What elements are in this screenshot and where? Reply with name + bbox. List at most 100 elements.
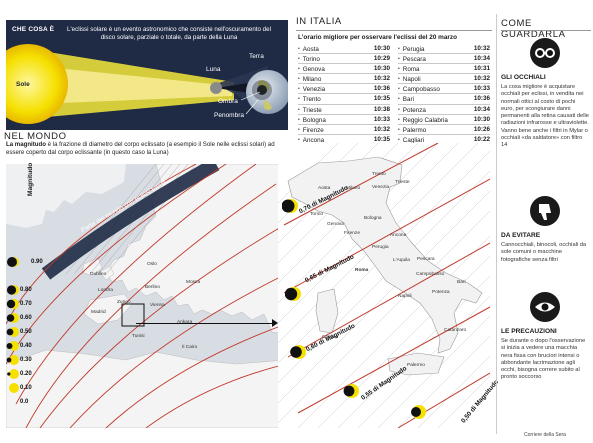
italy-section-title: IN ITALIA <box>296 16 342 27</box>
column-divider <box>496 14 497 434</box>
city-label: Zurigo <box>117 300 131 305</box>
eclipse-description: L'eclissi solare è un evento astronomico… <box>67 26 271 41</box>
scale-label: 0.60 <box>20 315 32 321</box>
zoom-arrow-line <box>136 323 276 324</box>
city-label: L'Aquila <box>393 258 410 263</box>
eclipse-sun-icon <box>411 405 426 419</box>
avoid-text: Cannocchiali, binocoli, occhiali da sole… <box>501 242 587 263</box>
city-label: Bari <box>457 280 466 285</box>
scale-label: 0.70 <box>20 301 32 307</box>
scale-label: 0.90 <box>31 259 43 265</box>
magnitude-axis-label: Magnitudo <box>27 162 34 196</box>
city-label: Potenza <box>432 290 450 295</box>
glasses-heading: GLI OCCHIALI <box>501 74 546 81</box>
zoom-arrow-head <box>272 319 278 327</box>
eclipse-illustration <box>6 44 288 124</box>
scale-label: 0.50 <box>20 329 32 335</box>
city-label: Perugia <box>372 245 389 250</box>
city-label: Ancona <box>390 233 407 238</box>
city-label: Napoli <box>398 294 412 299</box>
city-label: Campobasso <box>416 272 445 277</box>
thumbs-down-icon <box>530 196 560 226</box>
eclipse-diagram: CHE COSA È L'eclissi solare è un evento … <box>6 20 288 130</box>
scale-label: 0.80 <box>20 287 32 293</box>
eclipse-sun-icon <box>285 287 301 301</box>
glasses-text: La cosa migliore è acquistare occhiali p… <box>501 84 589 149</box>
italy-title-rule <box>296 30 492 31</box>
city-label: Bologna <box>364 216 382 221</box>
city-label: Tunisi <box>132 334 145 339</box>
earth <box>246 70 288 114</box>
eye-icon <box>530 292 560 322</box>
scale-label: 0.30 <box>20 357 32 363</box>
city-label: Vienna <box>150 303 165 308</box>
eclipse-heading: CHE COSA È <box>12 26 55 33</box>
scale-label: 0.40 <box>20 343 32 349</box>
source-credit: Corriere della Sera <box>524 432 566 438</box>
precaution-heading: LE PRECAUZIONI <box>501 328 557 335</box>
umbra-label: Ombra <box>218 98 238 105</box>
city-label: Torino <box>310 212 324 217</box>
totality-band <box>41 164 220 280</box>
italy-subtitle: L'orario migliore per osservare l'ecliss… <box>298 34 457 41</box>
city-label: Ankara <box>177 320 193 325</box>
city-label: Venezia <box>372 185 390 190</box>
city-label: Oslo <box>147 262 157 267</box>
scale-label: 0.0 <box>20 399 29 405</box>
moon-label: Luna <box>206 66 221 73</box>
city-label: Berlino <box>145 285 160 290</box>
city-label: Il Cairo <box>182 345 198 350</box>
city-label: Genova <box>327 222 344 227</box>
sun-label: Sole <box>16 81 30 88</box>
glasses-icon <box>530 38 560 68</box>
guide-title-rule <box>501 30 591 31</box>
sun <box>6 44 68 124</box>
eclipse-sun-icon <box>290 345 306 359</box>
city-label: Aosta <box>318 186 331 191</box>
world-section-title: NEL MONDO <box>4 131 67 142</box>
eclipse-sun-icon <box>343 384 359 398</box>
earth-label: Terra <box>249 53 264 60</box>
city-label: Firenze <box>344 231 360 236</box>
eclipse-sun-icon <box>282 199 298 213</box>
city-label: Madrid <box>91 310 106 315</box>
city-label: Catanzaro <box>444 328 467 333</box>
avoid-heading: DA EVITARE <box>501 232 541 239</box>
city-label: Palermo <box>407 363 425 368</box>
city-label: Roma <box>355 268 369 273</box>
moon <box>210 82 222 94</box>
city-label: Dublino <box>90 272 107 277</box>
italy-zoom-box <box>121 303 145 327</box>
city-label: Londra <box>98 288 113 293</box>
city-label: Trieste <box>395 180 410 185</box>
scale-label: 0.10 <box>20 385 32 391</box>
city-label: Mosca <box>186 280 201 285</box>
world-map <box>6 164 286 428</box>
penumbra-label: Penombra <box>214 112 244 119</box>
magnitude-scale-icons <box>6 257 19 393</box>
precaution-text: Se durante o dopo l'osservazione si iniz… <box>501 338 586 381</box>
scale-label: 0.20 <box>20 371 32 377</box>
city-label: Milano <box>346 186 361 191</box>
city-label: Trento <box>372 172 386 177</box>
